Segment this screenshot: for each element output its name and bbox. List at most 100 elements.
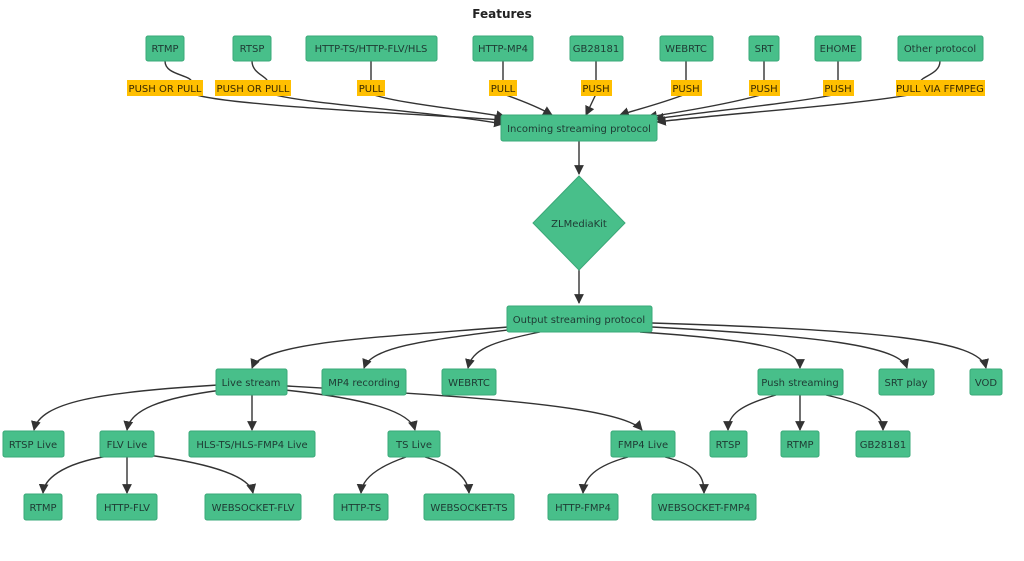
svg-text:HTTP-TS/HTTP-FLV/HLS: HTTP-TS/HTTP-FLV/HLS [315, 44, 428, 55]
svg-text:SRT play: SRT play [884, 378, 927, 389]
edge-live-rtsplive [31, 384, 219, 431]
svg-text:WEBSOCKET-TS: WEBSOCKET-TS [430, 503, 507, 514]
node-http-flv: HTTP-FLV [96, 493, 158, 521]
node-push-gb28181: GB28181 [855, 430, 911, 458]
svg-text:FLV Live: FLV Live [107, 440, 148, 451]
node-in-http-ts-flv-hls: HTTP-TS/HTTP-FLV/HLS [305, 35, 438, 62]
edge-label-other: PULL VIA FFMPEG [896, 80, 985, 96]
node-rtsp-live: RTSP Live [2, 430, 65, 458]
node-in-other-protocol: Other protocol [897, 35, 984, 62]
edge-output-live [250, 326, 509, 369]
edge-output-vod [651, 322, 989, 369]
svg-text:WEBRTC: WEBRTC [665, 44, 707, 55]
svg-text:PULL VIA FFMPEG: PULL VIA FFMPEG [896, 84, 984, 95]
svg-text:TS Live: TS Live [395, 440, 432, 451]
edge-label-http-mp4: PULL [489, 80, 517, 96]
node-http-ts: HTTP-TS [333, 493, 389, 521]
svg-text:SRT: SRT [755, 44, 775, 55]
svg-text:PUSH: PUSH [750, 84, 777, 95]
svg-text:ZLMediaKit: ZLMediaKit [551, 219, 607, 230]
edge-flv-rtmp [38, 455, 109, 494]
node-output-streaming-protocol: Output streaming protocol [506, 305, 653, 333]
svg-text:Incoming streaming protocol: Incoming streaming protocol [507, 124, 651, 135]
svg-text:PUSH: PUSH [582, 84, 609, 95]
edge-ehome-incoming [655, 61, 839, 119]
edge-label-gb28181: PUSH [581, 80, 612, 96]
edge-live-tslive [284, 389, 418, 431]
edge-output-webrtc [465, 331, 541, 369]
svg-text:Live stream: Live stream [222, 378, 281, 389]
edge-output-srt [651, 326, 909, 369]
edge-gb28181-incoming [586, 61, 597, 115]
svg-text:PUSH: PUSH [672, 84, 699, 95]
edge-httpts-incoming [370, 61, 505, 117]
svg-text:HTTP-FMP4: HTTP-FMP4 [555, 503, 611, 514]
node-in-rtmp: RTMP [145, 35, 185, 62]
node-live-stream: Live stream [215, 368, 288, 396]
edge-fmp4-http [578, 456, 629, 494]
svg-text:GB28181: GB28181 [573, 44, 619, 55]
svg-text:WEBSOCKET-FLV: WEBSOCKET-FLV [212, 503, 295, 514]
edge-flv-wsflv [147, 454, 257, 494]
edge-output-push [639, 331, 805, 369]
edge-fmp4-ws [664, 456, 709, 494]
node-incoming-streaming-protocol: Incoming streaming protocol [500, 114, 658, 142]
node-out-webrtc: WEBRTC [441, 368, 497, 396]
edge-label-srt: PUSH [749, 80, 780, 96]
node-in-http-mp4: HTTP-MP4 [472, 35, 534, 62]
edge-srt-incoming [648, 61, 765, 117]
svg-text:HLS-TS/HLS-FMP4 Live: HLS-TS/HLS-FMP4 Live [196, 440, 307, 451]
svg-text:PUSH: PUSH [824, 84, 851, 95]
svg-text:FMP4 Live: FMP4 Live [618, 440, 668, 451]
svg-text:Other protocol: Other protocol [904, 44, 976, 55]
svg-text:HTTP-MP4: HTTP-MP4 [478, 44, 528, 55]
node-hls-live: HLS-TS/HLS-FMP4 Live [188, 430, 316, 458]
node-in-ehome: EHOME [814, 35, 862, 62]
edge-push-rtsp [723, 394, 777, 431]
svg-text:MP4 recording: MP4 recording [328, 378, 400, 389]
node-in-gb28181: GB28181 [569, 35, 624, 62]
svg-text:PUSH OR PULL: PUSH OR PULL [129, 84, 202, 95]
node-in-rtsp: RTSP [232, 35, 272, 62]
node-in-webrtc: WEBRTC [659, 35, 714, 62]
svg-text:RTMP: RTMP [30, 503, 57, 514]
edge-push-gb28181 [825, 394, 888, 431]
edge-ts-httpts [356, 456, 407, 494]
edge-live-flvlive [123, 389, 223, 431]
node-ts-live: TS Live [387, 430, 441, 458]
node-push-rtsp: RTSP [709, 430, 748, 458]
svg-text:RTSP: RTSP [240, 44, 265, 55]
svg-text:Push streaming: Push streaming [761, 378, 838, 389]
svg-text:WEBSOCKET-FMP4: WEBSOCKET-FMP4 [658, 503, 751, 514]
svg-text:PULL: PULL [359, 84, 384, 95]
svg-text:PULL: PULL [491, 84, 516, 95]
svg-text:PUSH OR PULL: PUSH OR PULL [217, 84, 290, 95]
svg-text:RTMP: RTMP [152, 44, 179, 55]
svg-text:HTTP-TS: HTTP-TS [341, 503, 382, 514]
node-srt-play: SRT play [878, 368, 935, 396]
node-zlmediakit: ZLMediaKit [532, 175, 626, 271]
svg-text:GB28181: GB28181 [860, 440, 906, 451]
svg-text:HTTP-FLV: HTTP-FLV [104, 503, 150, 514]
node-in-srt: SRT [748, 35, 780, 62]
svg-text:RTSP Live: RTSP Live [9, 440, 57, 451]
node-flv-live: FLV Live [99, 430, 155, 458]
node-fmp4-live: FMP4 Live [610, 430, 676, 458]
edge-label-rtmp: PUSH OR PULL [127, 80, 203, 96]
svg-text:VOD: VOD [975, 378, 998, 389]
node-vod: VOD [969, 368, 1003, 396]
edge-ts-wsts [424, 456, 474, 494]
node-push-rtmp: RTMP [780, 430, 820, 458]
edge-webrtc-incoming [620, 61, 687, 115]
node-websocket-ts: WEBSOCKET-TS [423, 493, 515, 521]
edge-label-http-ts: PULL [357, 80, 385, 96]
edge-label-webrtc: PUSH [671, 80, 702, 96]
node-websocket-fmp4: WEBSOCKET-FMP4 [651, 493, 757, 521]
node-push-streaming: Push streaming [757, 368, 844, 396]
svg-text:WEBRTC: WEBRTC [448, 378, 490, 389]
edge-labels: PUSH OR PULL PUSH OR PULL PULL PULL PUSH… [127, 80, 985, 96]
diagram-title: Features [472, 7, 531, 21]
node-http-fmp4: HTTP-FMP4 [547, 493, 619, 521]
edge-label-ehome: PUSH [823, 80, 854, 96]
node-websocket-flv: WEBSOCKET-FLV [204, 493, 302, 521]
